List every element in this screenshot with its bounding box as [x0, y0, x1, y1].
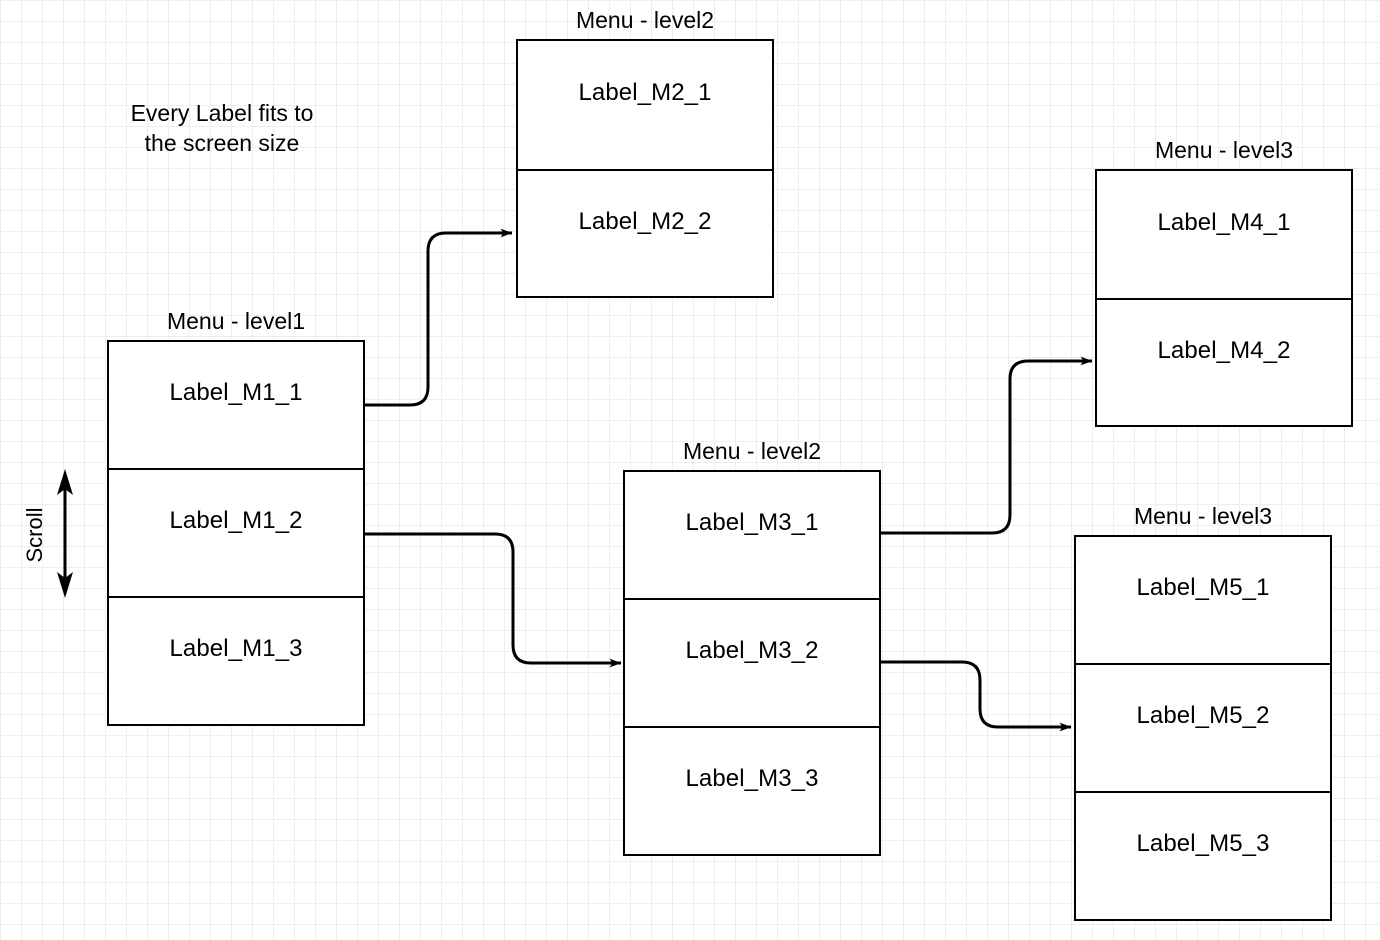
- connector-m3-2-to-m5-2: [881, 660, 1072, 732]
- connector-m1-1-to-m2-2: [365, 228, 513, 407]
- menu-item-label: Label_M3_3: [685, 765, 819, 793]
- menu-item-label: Label_M3_1: [685, 508, 819, 536]
- menu-level3-bottom[interactable]: Label_M5_1 Label_M5_2 Label_M5_3: [1074, 535, 1332, 921]
- menu-level2-middle[interactable]: Label_M3_1 Label_M3_2 Label_M3_3: [623, 470, 881, 856]
- menu-item-label: Label_M4_2: [1157, 336, 1291, 364]
- menu-item-label: Label_M4_1: [1157, 208, 1291, 236]
- menu-item-m4-2[interactable]: Label_M4_2: [1097, 298, 1351, 425]
- menu-item-m2-1[interactable]: Label_M2_1: [518, 41, 772, 169]
- menu-level1[interactable]: Label_M1_1 Label_M1_2 Label_M1_3: [107, 340, 365, 726]
- menu-item-m3-1[interactable]: Label_M3_1: [625, 472, 879, 598]
- menu-level1-title: Menu - level1: [166, 308, 306, 334]
- menu-item-m1-1[interactable]: Label_M1_1: [109, 342, 363, 468]
- menu-item-label: Label_M1_3: [169, 635, 303, 663]
- menu-level3-top[interactable]: Label_M4_1 Label_M4_2: [1095, 169, 1353, 427]
- menu-item-m1-3[interactable]: Label_M1_3: [109, 596, 363, 724]
- menu-item-label: Label_M1_2: [169, 507, 303, 534]
- menu-level3-top-title: Menu - level3: [1154, 137, 1294, 163]
- menu-item-m5-1[interactable]: Label_M5_1: [1076, 537, 1330, 663]
- menu-item-label: Label_M2_2: [578, 207, 712, 235]
- scroll-arrow-icon: [57, 469, 73, 598]
- menu-item-label: Label_M5_1: [1136, 573, 1270, 601]
- note-every-label-fits: Every Label fits to the screen size: [130, 100, 314, 156]
- menu-item-m3-2[interactable]: Label_M3_2: [625, 597, 879, 727]
- menu-item-m2-2[interactable]: Label_M2_2: [518, 169, 772, 296]
- scroll-label: Scroll: [22, 507, 47, 563]
- menu-item-m4-1[interactable]: Label_M4_1: [1097, 171, 1351, 298]
- menu-item-m5-3[interactable]: Label_M5_3: [1076, 791, 1330, 919]
- menu-item-m5-2[interactable]: Label_M5_2: [1076, 662, 1330, 792]
- menu-item-m1-2[interactable]: Label_M1_2: [109, 467, 363, 597]
- menu-level2-top-title: Menu - level2: [575, 7, 715, 33]
- menu-level2-middle-title: Menu - level2: [682, 438, 822, 464]
- menu-item-label: Label_M1_1: [169, 378, 303, 406]
- menu-item-m3-3[interactable]: Label_M3_3: [625, 726, 879, 854]
- connector-m3-1-to-m4-2: [881, 356, 1093, 535]
- menu-level2-top[interactable]: Label_M2_1 Label_M2_2: [516, 39, 774, 298]
- menu-item-label: Label_M5_2: [1136, 702, 1270, 729]
- connector-m1-2-to-m3-2: [365, 532, 622, 668]
- menu-level3-bottom-title: Menu - level3: [1133, 503, 1273, 529]
- menu-item-label: Label_M5_3: [1136, 830, 1270, 858]
- menu-item-label: Label_M3_2: [685, 637, 819, 664]
- menu-item-label: Label_M2_1: [578, 79, 712, 106]
